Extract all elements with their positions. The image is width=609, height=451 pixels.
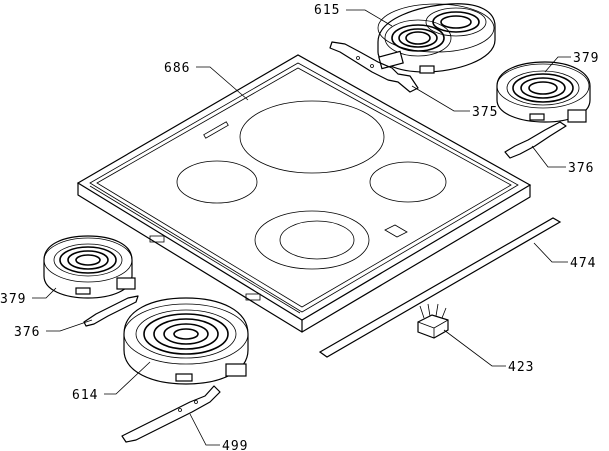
trim-strip-474 xyxy=(318,217,562,358)
callout-686: 686 xyxy=(164,61,190,76)
callout-376-right: 376 xyxy=(568,161,594,176)
callout-375: 375 xyxy=(472,105,498,120)
burner-379-left xyxy=(43,235,136,299)
oval-bridge-burner xyxy=(377,3,496,74)
callout-499: 499 xyxy=(222,439,248,451)
bracket-376-left xyxy=(83,295,139,327)
bracket-499 xyxy=(121,385,221,443)
bracket-375 xyxy=(329,41,419,93)
callout-423: 423 xyxy=(508,360,534,375)
callout-614: 614 xyxy=(72,388,98,403)
burner-614-large xyxy=(123,297,249,385)
burner-379-right xyxy=(496,61,591,123)
glass-burner-zones xyxy=(176,100,447,270)
cooktop-panel xyxy=(76,54,532,333)
callout-474: 474 xyxy=(570,256,596,271)
leader-lines xyxy=(32,9,571,446)
callout-615: 615 xyxy=(314,3,340,18)
callout-379-top: 379 xyxy=(573,51,599,66)
bracket-376-right xyxy=(504,121,567,159)
callout-379-left: 379 xyxy=(0,292,26,307)
terminal-block-423 xyxy=(417,303,449,339)
callout-376-left: 376 xyxy=(14,325,40,340)
